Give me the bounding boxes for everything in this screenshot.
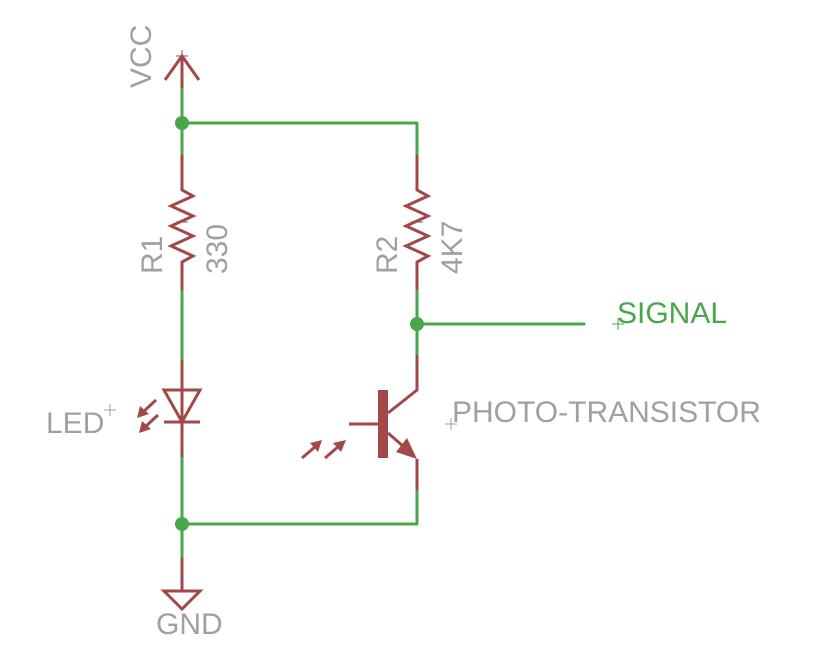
resistor-r2-icon xyxy=(402,155,432,290)
resistor-r2[interactable]: R2 4K7 xyxy=(371,155,469,290)
signal-net-label[interactable]: SIGNAL xyxy=(612,297,727,330)
r1-name-label: R1 xyxy=(136,236,169,274)
led-label: LED xyxy=(46,407,104,440)
transistor-origin-cross-icon xyxy=(445,418,457,430)
photo-transistor-label: PHOTO-TRANSISTOR xyxy=(452,396,761,429)
r1-value-label: 330 xyxy=(201,224,234,274)
wire-emitter-gnd[interactable] xyxy=(180,488,419,526)
junction-signal xyxy=(410,317,424,331)
vcc-label: VCC xyxy=(125,25,158,88)
light-input-arrows-icon xyxy=(301,440,346,460)
vcc-symbol[interactable]: VCC xyxy=(125,25,201,88)
led[interactable]: LED xyxy=(46,360,203,457)
led-emission-arrows-icon xyxy=(137,398,160,433)
photo-transistor[interactable]: PHOTO-TRANSISTOR xyxy=(301,355,761,490)
junction-vcc xyxy=(175,116,189,130)
led-origin-cross-icon xyxy=(104,404,116,416)
wire-vcc-top[interactable] xyxy=(180,121,419,157)
signal-label: SIGNAL xyxy=(617,297,727,330)
resistor-r1[interactable]: R1 330 xyxy=(136,155,234,290)
npn-transistor-icon xyxy=(349,355,419,490)
wires xyxy=(180,86,586,560)
signal-origin-cross-icon xyxy=(612,318,624,330)
led-diode-icon xyxy=(161,360,203,457)
gnd-label: GND xyxy=(156,608,223,641)
ground-icon xyxy=(160,558,204,612)
r2-value-label: 4K7 xyxy=(436,221,469,274)
gnd-symbol[interactable]: GND xyxy=(156,558,223,641)
vcc-arrow-icon xyxy=(163,50,201,88)
junction-gnd xyxy=(175,517,189,531)
r2-name-label: R2 xyxy=(371,236,404,274)
resistor-r1-icon xyxy=(167,155,197,290)
